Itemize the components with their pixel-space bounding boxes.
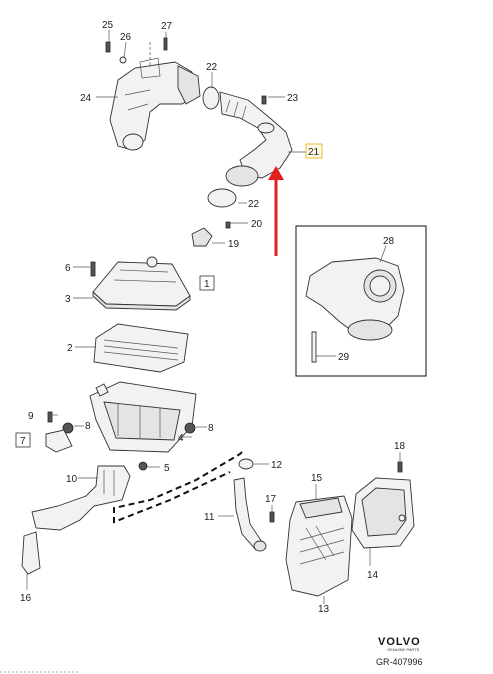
- callouts: 25 26 27 22 24 23 21 22 20 19 6 1 3 2 9 …: [15, 20, 406, 615]
- callout-26: 26: [120, 32, 132, 43]
- callout-11: 11: [204, 512, 215, 523]
- callout-14: 14: [367, 570, 379, 581]
- callout-16: 16: [20, 593, 32, 604]
- air-intake-duct-24: [109, 57, 201, 151]
- cover-14: [351, 477, 415, 549]
- callout-22-upper: 22: [206, 62, 218, 73]
- callout-9: 9: [28, 411, 34, 422]
- hose-clamp-22-lower: [207, 188, 237, 208]
- callout-3: 3: [65, 294, 71, 305]
- callout-5: 5: [164, 463, 170, 474]
- sensor-19: [191, 221, 231, 247]
- callout-1: 1: [204, 279, 210, 290]
- callout-27: 27: [161, 21, 173, 32]
- leader-lines: [26, 30, 401, 604]
- callout-20: 20: [251, 219, 263, 230]
- bolt-23: [261, 95, 267, 105]
- callout-15: 15: [311, 473, 323, 484]
- bolts-25-26-27: [105, 37, 168, 66]
- callout-8-left: 8: [85, 421, 91, 432]
- callout-29: 29: [338, 352, 350, 363]
- air-cleaner-cover-3: [92, 256, 191, 311]
- callout-23: 23: [287, 93, 299, 104]
- callout-2: 2: [67, 343, 73, 354]
- red-arrow-indicator: [268, 166, 284, 256]
- bolt-17: [269, 511, 275, 523]
- o-ring-12: [238, 458, 254, 470]
- diagram-reference-number: GR-407996: [376, 657, 423, 667]
- callout-1-box: [199, 275, 215, 291]
- brand-block: VOLVO GENUINE PARTS GR-407996: [376, 636, 423, 667]
- grommet-8-left: [62, 422, 74, 434]
- intake-pipe-10: [31, 465, 131, 531]
- air-filter-element-2: [93, 323, 189, 373]
- bolt-29: [311, 331, 317, 363]
- callout-17: 17: [265, 494, 277, 505]
- grommet-8-right: [184, 422, 196, 434]
- callout-6: 6: [65, 263, 71, 274]
- bolt-6: [90, 261, 96, 277]
- callout-7: 7: [20, 436, 26, 447]
- callout-25: 25: [102, 20, 114, 31]
- callout-12: 12: [271, 460, 283, 471]
- callout-13: 13: [318, 604, 330, 615]
- brand-subtitle: GENUINE PARTS: [387, 647, 420, 652]
- resonator-16: [21, 531, 41, 575]
- callout-8-right: 8: [208, 423, 214, 434]
- callout-21-box: [305, 143, 323, 159]
- inset-detail-box: [295, 225, 427, 377]
- callout-18: 18: [394, 441, 406, 452]
- callout-10: 10: [66, 474, 78, 485]
- callout-24: 24: [80, 93, 92, 104]
- hose-11: [233, 477, 267, 552]
- air-cleaner-housing-4: [89, 381, 197, 453]
- bracket-7: [45, 429, 73, 453]
- callout-28: 28: [383, 236, 395, 247]
- hose-clamp-22-upper: [202, 86, 220, 110]
- brand-logo-text: VOLVO: [378, 636, 421, 648]
- bolt-18: [397, 461, 403, 473]
- grommet-5: [138, 461, 148, 471]
- air-box-module-13: [285, 495, 353, 597]
- hose-connection-dashed-line: [113, 451, 243, 524]
- callout-21: 21: [308, 147, 320, 158]
- callout-7-box: [15, 432, 31, 448]
- callout-19: 19: [228, 239, 240, 250]
- callout-22-lower: 22: [248, 199, 260, 210]
- bolt-9: [47, 411, 53, 423]
- intake-hose-21: [219, 91, 293, 187]
- callout-4: 4: [178, 433, 184, 444]
